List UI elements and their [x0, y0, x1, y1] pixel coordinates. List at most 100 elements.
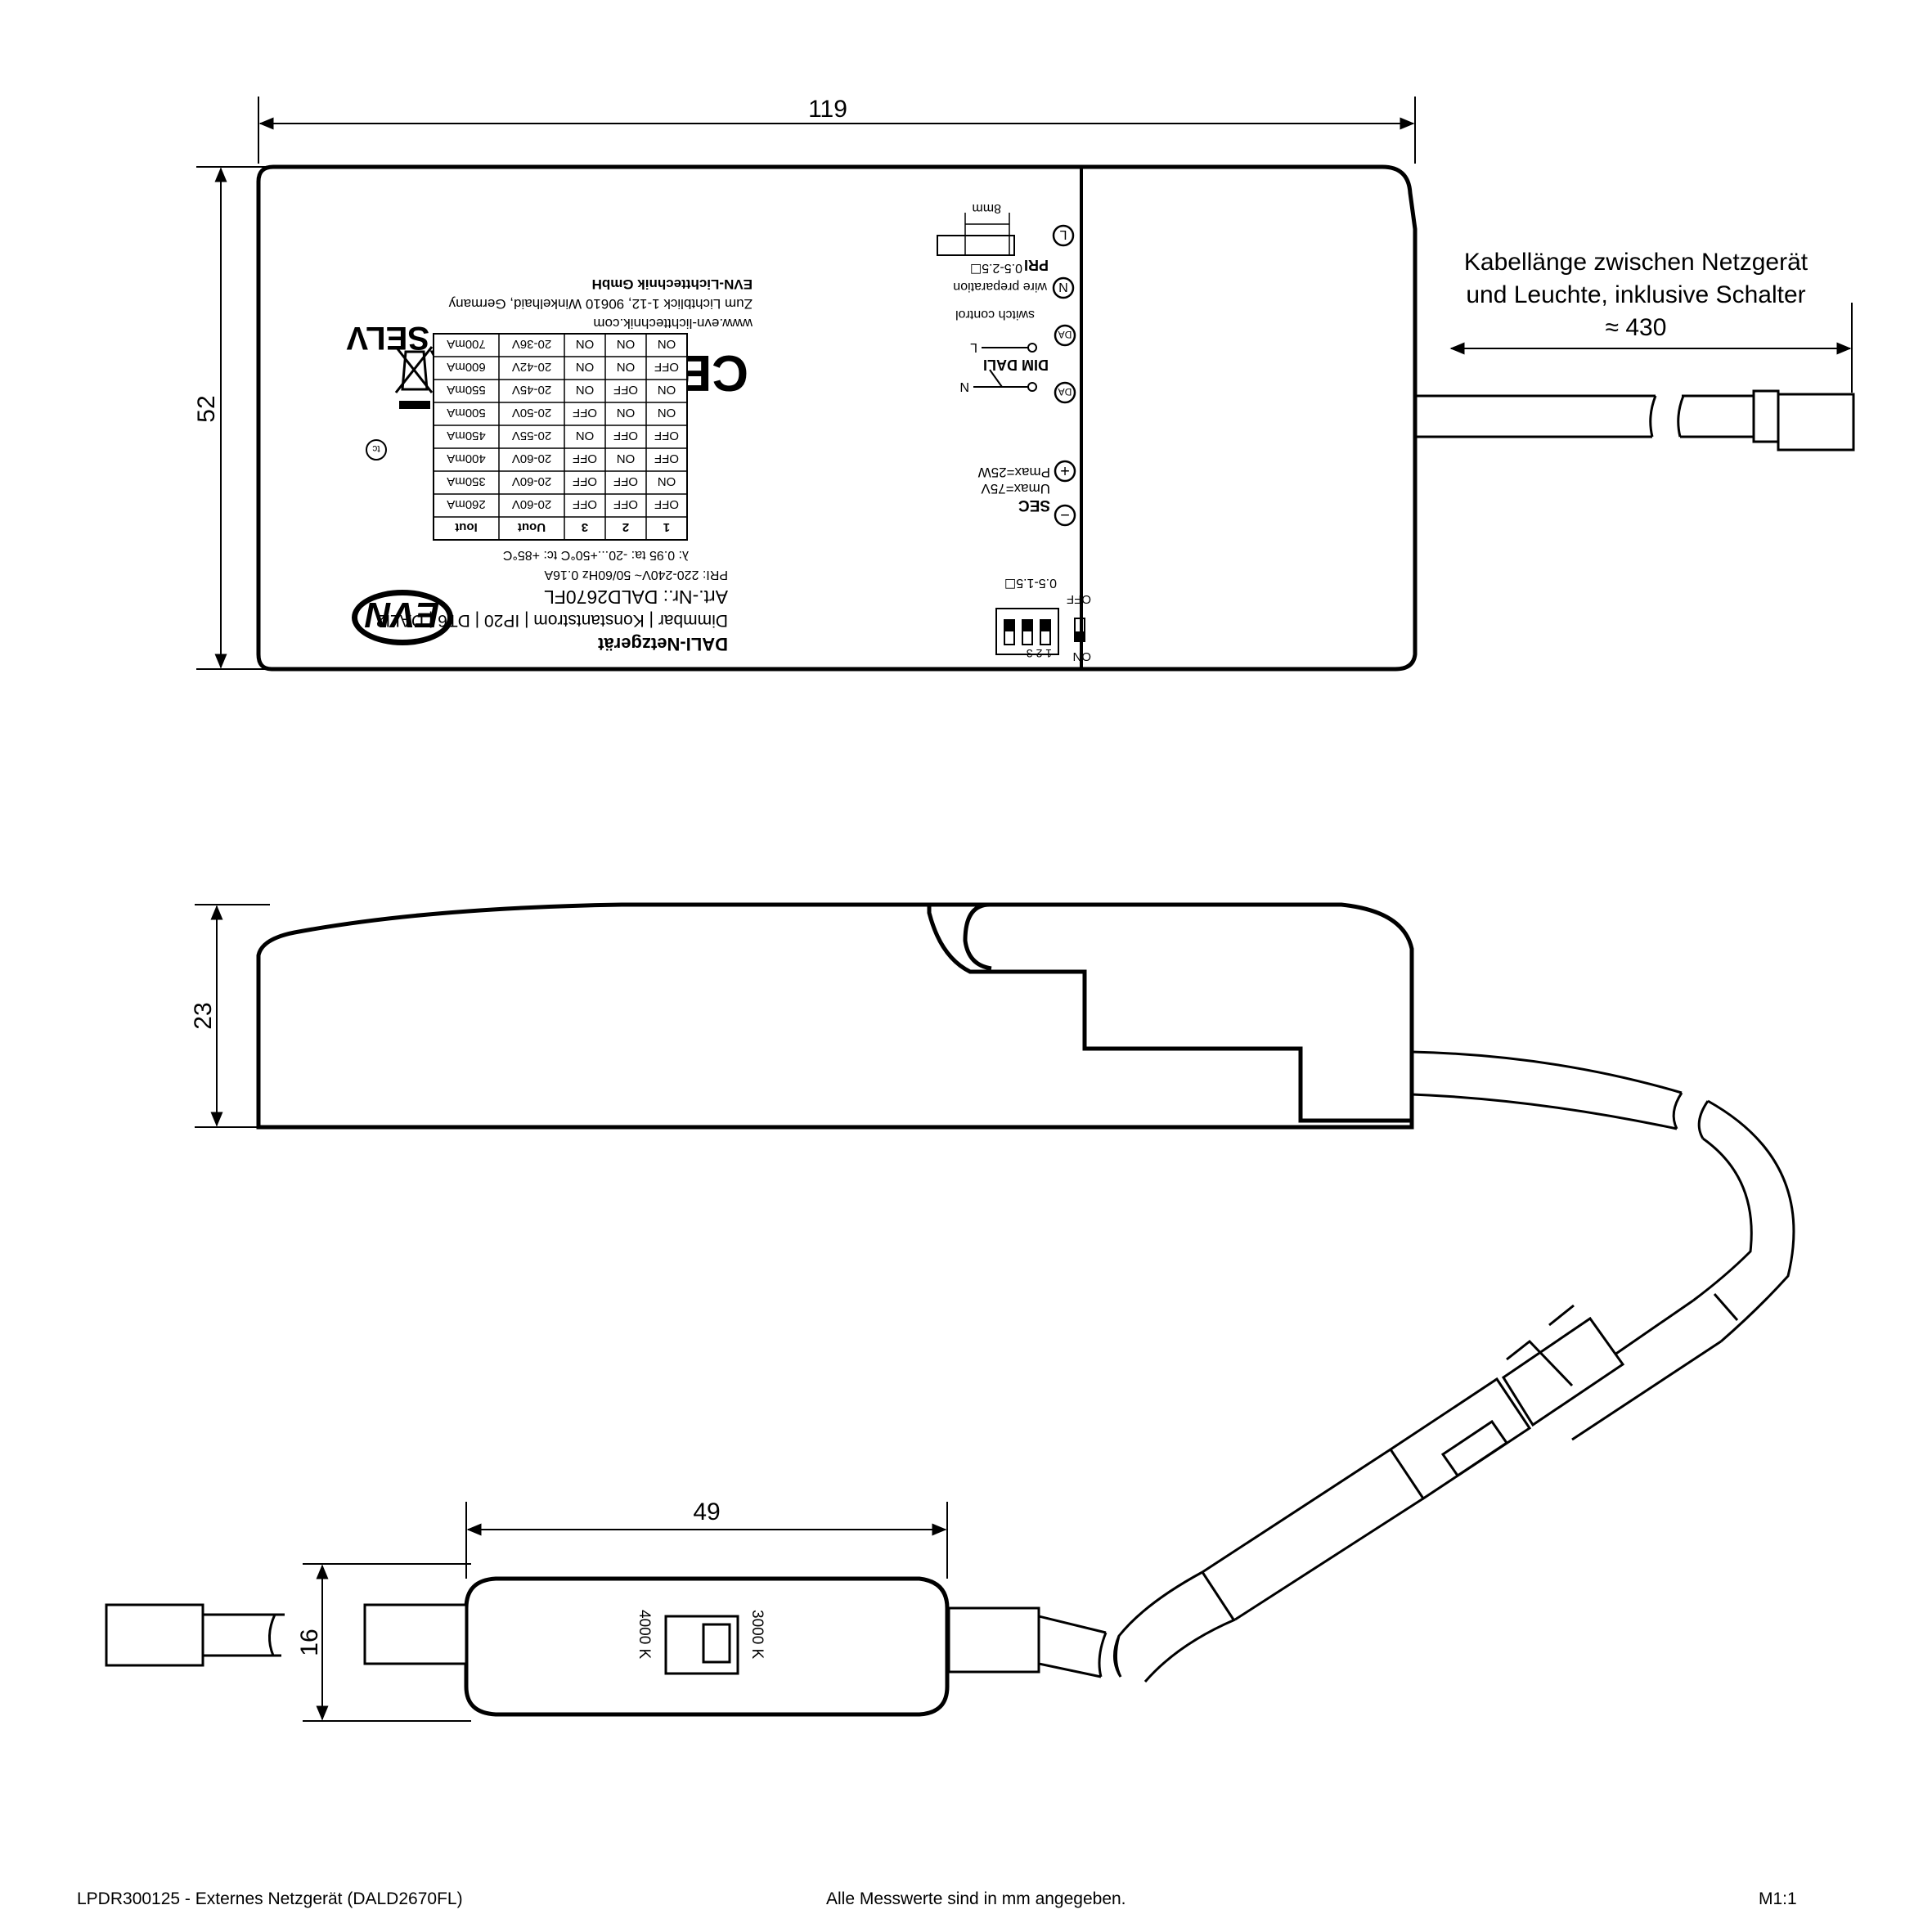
table-cell: 20-45V	[512, 383, 551, 397]
switch-control-label: switch control	[955, 308, 1035, 321]
table-cell: ON	[658, 337, 676, 351]
table-cell: 450mA	[447, 429, 486, 443]
svg-text:1 2 3: 1 2 3	[1027, 647, 1052, 660]
wire-section-sec: 0.5-1.5☐	[1004, 576, 1057, 590]
table-cell: 20-55V	[512, 429, 551, 443]
pmax-label: Pmax=25W	[978, 465, 1050, 480]
svg-text:−: −	[1060, 505, 1070, 523]
table-cell: OFF	[613, 497, 638, 511]
pri-label: PRI	[1024, 257, 1049, 273]
footer-document-id: LPDR300125 - Externes Netzgerät (DALD267…	[77, 1889, 463, 1908]
cable-length-note: Kabellänge zwischen Netzgerät und Leucht…	[1449, 249, 1853, 393]
table-cell: ON	[576, 337, 595, 351]
wire-prep-label: wire preparation	[953, 280, 1048, 294]
umax-label: Umax=75V	[981, 481, 1050, 496]
table-cell: ON	[617, 452, 636, 465]
psu-housing-top-view	[256, 164, 1418, 672]
table-cell: OFF	[613, 383, 638, 397]
dimension-height-label: 52	[193, 395, 220, 422]
svg-text:+: +	[1060, 461, 1070, 479]
svg-text:DA: DA	[1058, 329, 1072, 340]
table-cell: ON	[617, 360, 636, 374]
table-header-cell: Iout	[455, 520, 478, 534]
dip-off-label: OFF	[1067, 592, 1091, 606]
table-cell: ON	[576, 429, 595, 443]
table-cell: ON	[658, 383, 676, 397]
dimension-width-top: 119	[258, 96, 1416, 164]
product-label: SELV M M	[346, 201, 1091, 663]
cable-note-line2: und Leuchte, inklusive Schalter	[1466, 281, 1805, 308]
cable-note-line1: Kabellänge zwischen Netzgerät	[1464, 249, 1808, 276]
table-cell: OFF	[573, 452, 597, 465]
dim-dali-label: DIM DALI	[983, 357, 1049, 373]
table-cell: 500mA	[447, 406, 486, 420]
dip-on-label: ON	[1073, 649, 1092, 663]
selv-mark: SELV	[346, 320, 429, 356]
label-pri-spec: PRI: 220-240V~ 50/60Hz 0.16A	[544, 568, 728, 582]
table-cell: OFF	[573, 406, 597, 420]
label-lambda-spec: λ: 0.95 ta: -20...+50°C tc: +85°C	[503, 548, 689, 562]
table-cell: 350mA	[447, 474, 486, 488]
svg-text:N: N	[959, 380, 969, 393]
svg-text:EVN: EVN	[365, 595, 440, 635]
label-title: DALI-Netzgerät	[597, 634, 728, 654]
table-header-cell: 3	[582, 520, 588, 534]
svg-text:CE: CE	[678, 344, 748, 401]
table-cell: 20-42V	[512, 360, 551, 374]
output-cable-top	[1415, 389, 1855, 452]
table-cell: OFF	[573, 474, 597, 488]
svg-text:N: N	[1058, 280, 1068, 294]
dip-switch-block: 1 2 3 ON OFF 0.5-1.5☐	[995, 576, 1092, 663]
footer-units-note: Alle Messwerte sind in mm angegeben.	[826, 1889, 1126, 1908]
table-header-cell: 2	[622, 520, 629, 534]
table-cell: 20-60V	[512, 497, 551, 511]
table-cell: OFF	[654, 429, 679, 443]
svg-text:L: L	[1059, 227, 1067, 241]
table-cell: ON	[658, 474, 676, 488]
company-website: www.evn-lichttechnik.com	[593, 316, 753, 331]
footer-scale: M1:1	[1759, 1889, 1797, 1908]
wire-length-label: 8mm	[972, 201, 1001, 215]
svg-text:tc: tc	[372, 443, 380, 455]
sec-label: SEC	[1018, 496, 1050, 514]
table-cell: 20-36V	[512, 337, 551, 351]
table-cell: OFF	[654, 497, 679, 511]
svg-text:L: L	[970, 340, 977, 354]
table-cell: ON	[576, 360, 595, 374]
table-cell: 550mA	[447, 383, 486, 397]
cable-to-switch	[947, 1448, 1424, 1683]
table-cell: ON	[617, 406, 636, 420]
table-cell: OFF	[613, 429, 638, 443]
label-art-nr: Art.-Nr.: DALD2670FL	[544, 586, 728, 608]
output-cable-side	[1411, 1050, 1795, 1441]
dimension-height-top: 52	[193, 166, 266, 670]
label-features: Dimmbar | Konstantstrom | IP20 | DT6 | D…	[376, 611, 728, 630]
table-cell: OFF	[654, 360, 679, 374]
table-cell: OFF	[654, 452, 679, 465]
table-frame	[433, 333, 688, 541]
wire-section-pri: 0.5-2.5☐	[970, 261, 1022, 275]
table-cell: 400mA	[447, 452, 486, 465]
table-header-cell: 1	[663, 520, 670, 534]
table-cell: ON	[658, 406, 676, 420]
dimension-height-side: 23	[190, 904, 270, 1128]
inline-connector	[1388, 1304, 1625, 1501]
table-cell: ON	[617, 337, 636, 351]
table-header-cell: Uout	[518, 520, 546, 534]
company-address: Zum Lichtblick 1-12, 90610 Winkelhaid, G…	[448, 296, 753, 312]
cable-note-line3: ≈ 430	[1606, 314, 1667, 341]
table-cell: 600mA	[447, 360, 486, 374]
sec-terminal-block: − + SEC Umax=75V Pmax=25W	[978, 460, 1076, 527]
cct-3000k-label: 3000 K	[748, 1610, 766, 1660]
ce-mark-icon: CE	[678, 344, 748, 401]
pri-terminal-block: N L PRI wire preparation 0.5-2.5☐ 8mm	[937, 201, 1075, 299]
inline-cct-switch: 49 16 4000 K 3000 K	[105, 1498, 950, 1722]
switch-height-label: 16	[296, 1629, 323, 1656]
table-cell: 700mA	[447, 337, 486, 351]
table-cell: 20-50V	[512, 406, 551, 420]
weee-icon	[394, 346, 434, 409]
side-height-label: 23	[190, 1002, 217, 1029]
switch-width-label: 49	[693, 1498, 720, 1525]
table-cell: OFF	[573, 497, 597, 511]
